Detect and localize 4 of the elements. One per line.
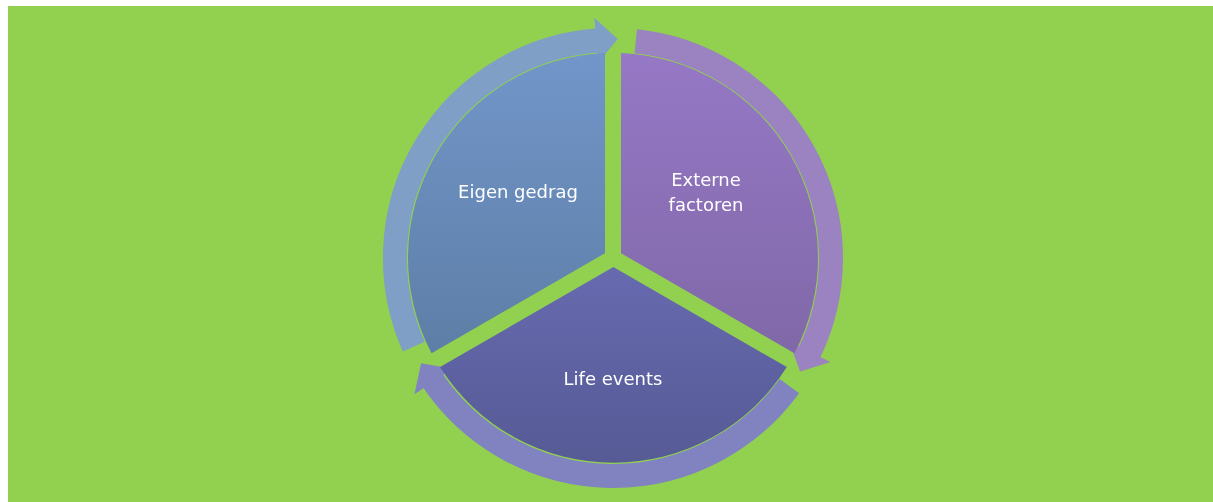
- segment-label: Externe factoren: [667, 167, 745, 217]
- segment-label: Life events: [562, 367, 664, 392]
- segment-label: Eigen gedrag: [457, 180, 579, 205]
- cycle-arrow: [383, 17, 618, 351]
